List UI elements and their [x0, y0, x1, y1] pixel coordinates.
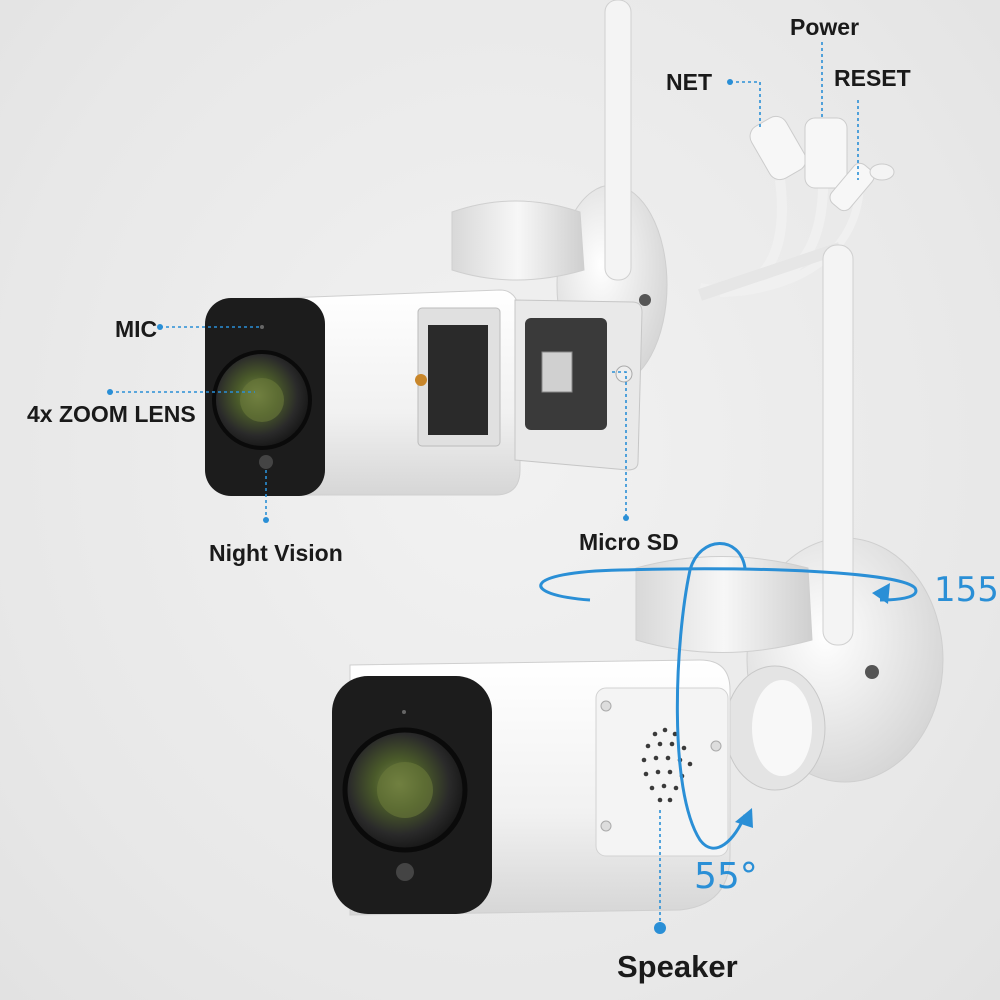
top-side-compartment: [428, 325, 488, 435]
rotation-indicators: [539, 542, 918, 850]
top-pan-dome: [451, 200, 585, 281]
label-reset: RESET: [834, 65, 911, 91]
label-speaker: Speaker: [617, 949, 738, 984]
callout-dots: [107, 79, 733, 934]
tilt-rotation-arrow: [675, 542, 747, 850]
bottom-night-vision-led: [396, 863, 414, 881]
label-power: Power: [790, 14, 860, 40]
top-antenna: [604, 0, 632, 281]
reset-button-connector: [829, 162, 875, 212]
bottom-side-panel: [595, 687, 729, 857]
label-net: NET: [666, 69, 712, 95]
label-micro-sd: Micro SD: [579, 529, 679, 555]
tilt-angle: 55°: [694, 856, 758, 897]
micro-sd-slot: [541, 351, 573, 393]
top-camera: [205, 0, 895, 496]
callout-lines: [110, 42, 859, 925]
label-night-vision: Night Vision: [209, 540, 343, 566]
pan-rotation-arrow: [539, 567, 918, 602]
power-connector: [804, 117, 848, 189]
net-connector: [749, 115, 807, 181]
tilt-joint: [752, 680, 812, 776]
tilt-arrow-head: [735, 808, 753, 828]
bottom-antenna: [822, 244, 854, 646]
label-mic: MIC: [115, 316, 158, 342]
pan-arrow-head: [872, 583, 890, 604]
top-night-vision-led: [259, 455, 273, 469]
top-mic-hole: [260, 325, 264, 329]
label-zoom-lens: 4x ZOOM LENS: [27, 401, 196, 427]
speaker-grille: [641, 727, 693, 803]
pan-angle: 155: [934, 570, 999, 610]
